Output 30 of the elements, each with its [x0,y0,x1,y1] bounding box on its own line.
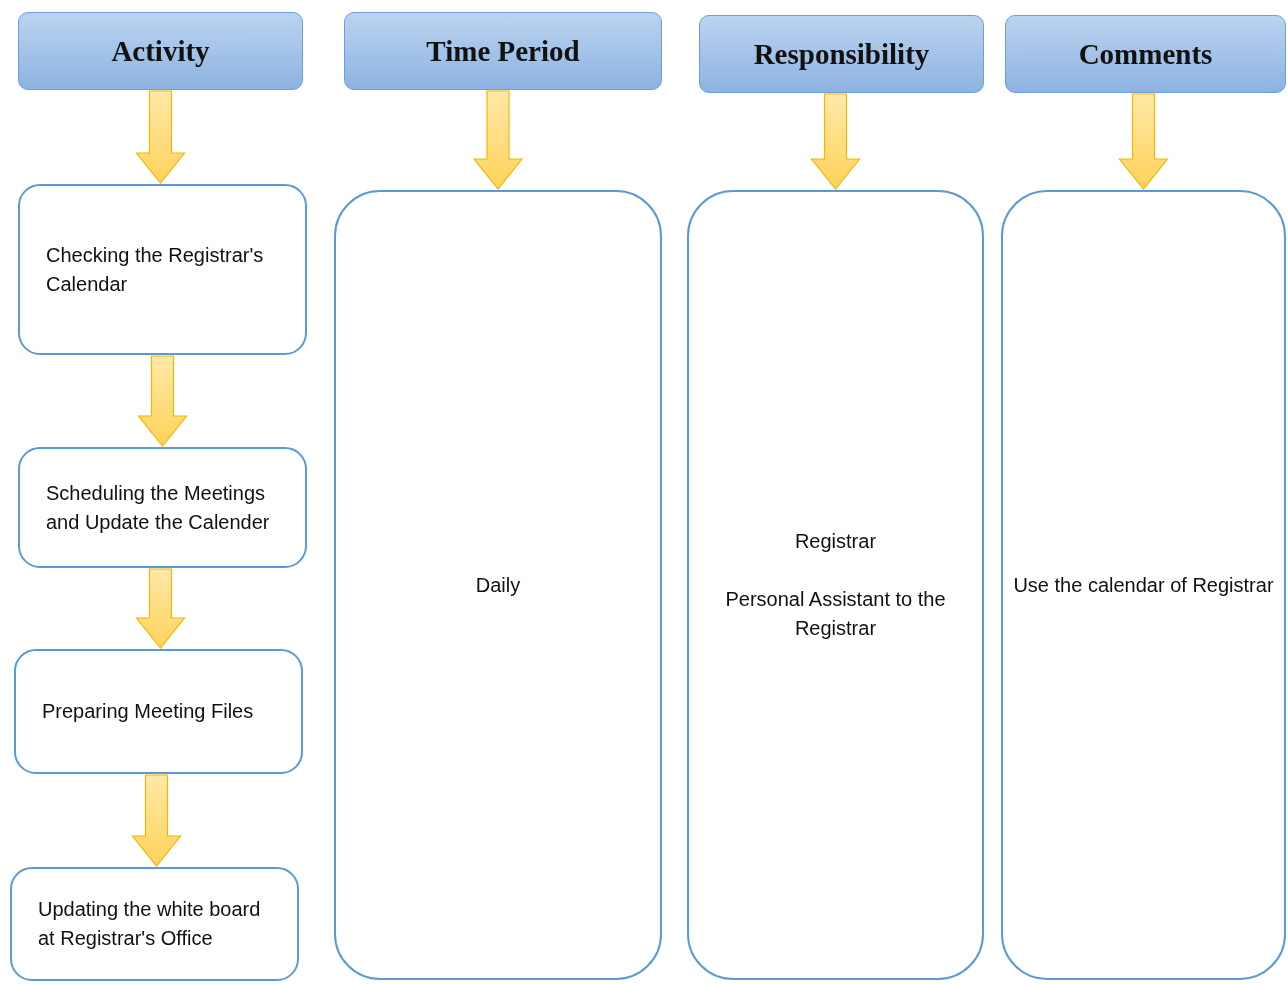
block-arrow [135,90,186,184]
header-title: Activity [111,34,210,68]
block-arrow [1118,93,1169,190]
block-arrow [137,355,188,447]
block-arrow [810,93,861,190]
process-box [18,184,307,355]
column-header [344,12,662,90]
process-box [687,190,984,980]
column-header [699,15,984,93]
box-text: Use the calendar of Registrar [1013,572,1274,598]
header-title: Time Period [426,34,580,68]
box-text: Checking the Registrar's Calendar [46,242,265,297]
process-box [1001,190,1286,980]
process-box [334,190,662,980]
header-title: Comments [1078,37,1213,71]
box-text: Personal Assistant to the Registrar [724,587,947,641]
box-text: Updating the white board at Registrar's Office [38,897,262,951]
process-box [10,867,299,981]
process-box [18,447,307,568]
box-text: Registrar [794,529,877,554]
box-text: Scheduling the Meetings and Update the Calender [46,480,271,535]
block-arrow [131,774,182,867]
block-arrow [135,568,186,649]
box-text: Preparing Meeting Files [42,699,254,724]
block-arrow [472,90,524,190]
process-box [14,649,303,774]
header-title: Responsibility [753,37,930,71]
box-text: Daily [475,572,521,598]
column-header [1005,15,1286,93]
column-header [18,12,303,90]
